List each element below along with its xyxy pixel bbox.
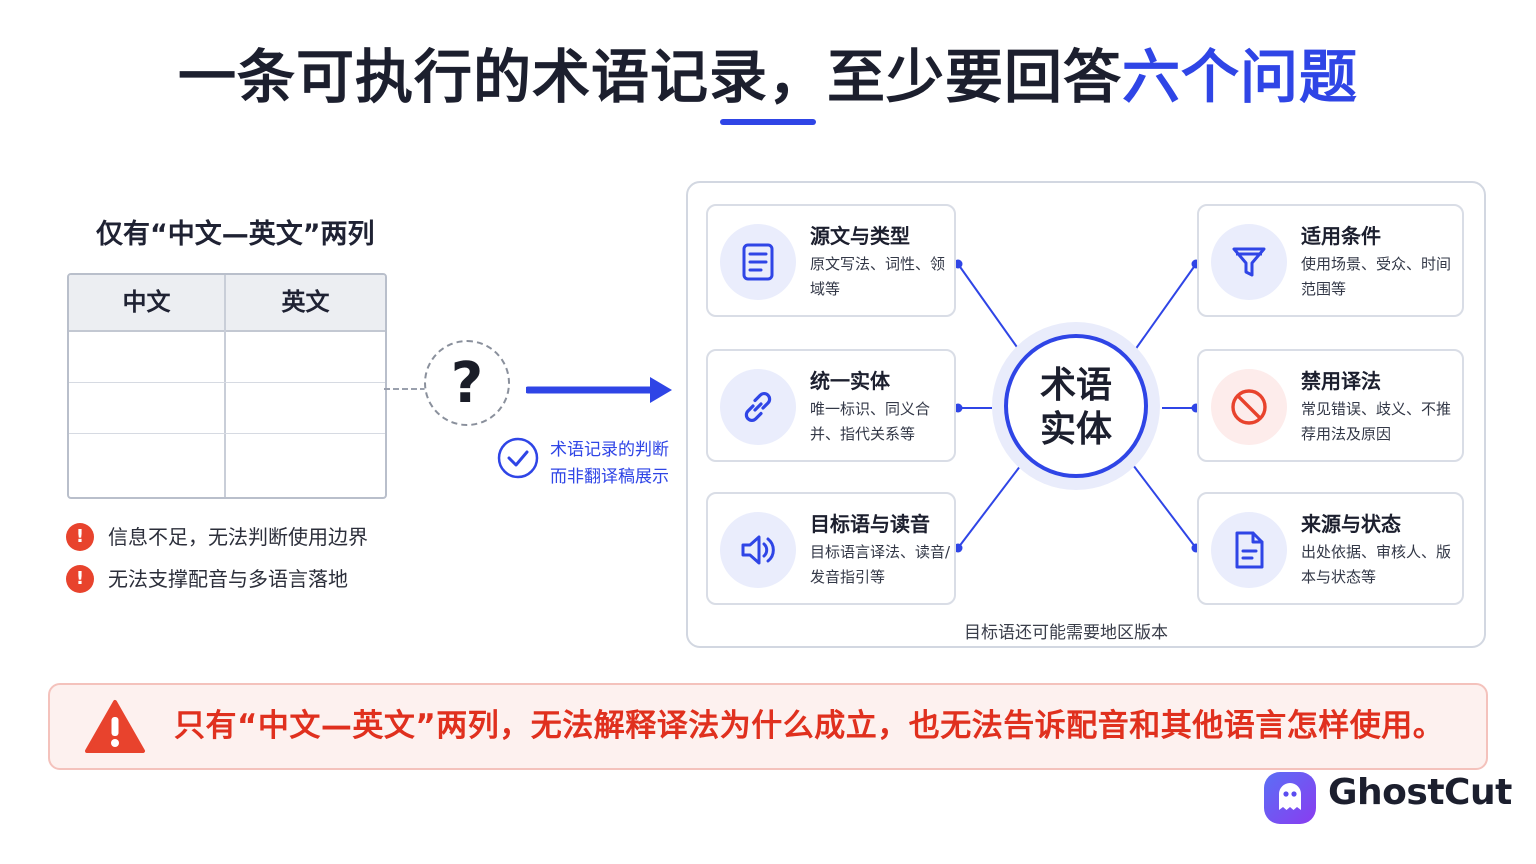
warning-text: 无法支撑配音与多语言落地 (108, 567, 348, 591)
card-source-status: 来源与状态 出处依据、审核人、版本与状态等 (1197, 492, 1464, 605)
term-entity-circle: 术语 实体 (1004, 334, 1148, 478)
check-circle-icon (497, 437, 539, 479)
banner-text: 只有“中文—英文”两列，无法解释译法为什么成立，也无法告诉配音和其他语言怎样使用… (174, 708, 1445, 744)
card-title: 禁用译法 (1301, 369, 1381, 393)
card-description: 常见错误、歧义、不推荐用法及原因 (1301, 400, 1452, 443)
filter-icon (1211, 224, 1287, 300)
card-prohibited: 禁用译法 常见错误、歧义、不推荐用法及原因 (1197, 349, 1464, 462)
file-icon (1211, 512, 1287, 588)
card-title: 目标语与读音 (810, 512, 930, 536)
title-main: 一条可执行的术语记录，至少要回答 (177, 43, 1122, 111)
card-unified-entity: 统一实体 唯一标识、同义合并、指代关系等 (706, 349, 956, 462)
connector-lines (953, 259, 1201, 553)
check-note: 术语记录的判断 而非翻译稿展示 (550, 437, 669, 491)
warning-triangle-icon (85, 700, 145, 753)
prohibited-icon (1211, 369, 1287, 445)
card-description: 出处依据、审核人、版本与状态等 (1301, 543, 1452, 586)
card-title: 统一实体 (810, 369, 890, 393)
check-note-line-1: 术语记录的判断 (550, 440, 669, 460)
dashed-connector (384, 388, 426, 390)
card-title: 适用条件 (1301, 224, 1381, 248)
table-row-divider (69, 433, 385, 434)
logo-text: GhostCut (1328, 772, 1512, 813)
card-conditions: 适用条件 使用场景、受众、时间范围等 (1197, 204, 1464, 317)
question-mark-circle: ? (424, 340, 510, 426)
table-header (69, 275, 385, 332)
table-header-english: 英文 (281, 288, 330, 316)
card-description: 原文写法、词性、领域等 (810, 255, 946, 298)
title-underline (720, 119, 816, 125)
center-label-line-2: 实体 (1039, 409, 1112, 450)
panel-footnote: 目标语还可能需要地区版本 (964, 623, 1168, 643)
card-title: 来源与状态 (1301, 512, 1401, 536)
warning-icon: ! (66, 523, 94, 551)
check-note-line-2: 而非翻译稿展示 (550, 467, 669, 487)
card-description: 唯一标识、同义合并、指代关系等 (810, 400, 931, 443)
card-target-pronunciation: 目标语与读音 目标语言译法、读音/发音指引等 (706, 492, 956, 605)
page-title: 一条可执行的术语记录，至少要回答六个问题 (0, 30, 1536, 114)
table-column-divider (224, 275, 226, 497)
link-icon (720, 369, 796, 445)
document-icon (720, 224, 796, 300)
speaker-icon (720, 512, 796, 588)
title-highlight: 六个问题 (1122, 43, 1359, 111)
left-heading: 仅有“中文—英文”两列 (96, 219, 375, 250)
center-label-line-1: 术语 (1039, 365, 1112, 406)
ghostcut-logo: GhostCut (1262, 768, 1512, 828)
table-row-divider (69, 382, 385, 383)
ghost-logo-icon (1264, 772, 1316, 824)
card-source-type: 源文与类型 原文写法、词性、领域等 (706, 204, 956, 317)
warning-text: 信息不足，无法判断使用边界 (108, 525, 368, 549)
card-title: 源文与类型 (810, 224, 910, 248)
warning-banner: 只有“中文—英文”两列，无法解释译法为什么成立，也无法告诉配音和其他语言怎样使用… (48, 683, 1488, 770)
right-arrow-icon (526, 377, 672, 403)
card-description: 目标语言译法、读音/发音指引等 (810, 543, 951, 586)
table-header-chinese: 中文 (122, 288, 171, 316)
card-description: 使用场景、受众、时间范围等 (1301, 255, 1452, 298)
warning-icon: ! (66, 565, 94, 593)
term-entity-node: 术语 实体 (992, 322, 1160, 490)
zh-en-table: 中文 英文 (67, 273, 387, 499)
